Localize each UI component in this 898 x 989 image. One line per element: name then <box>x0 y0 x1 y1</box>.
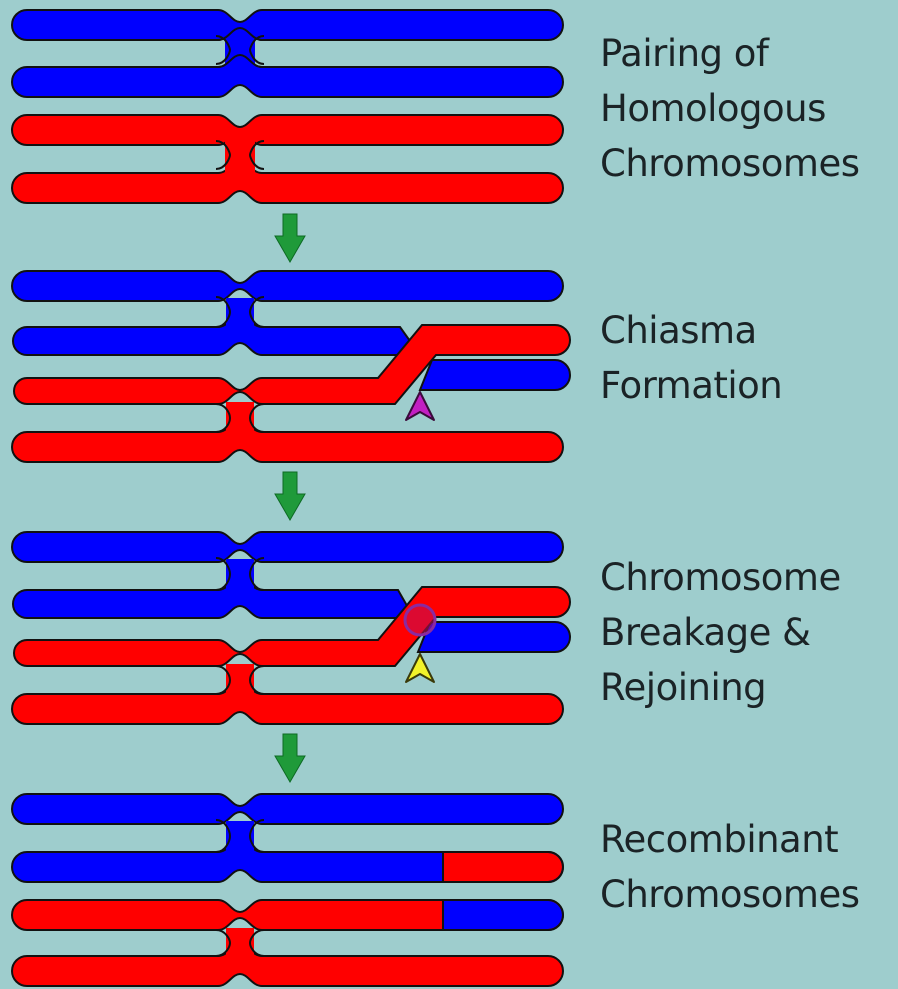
stage-label-line: Breakage & <box>600 605 895 660</box>
stage-label-breakage: Chromosome Breakage & Rejoining <box>600 550 895 715</box>
recombinant-segment-paternal <box>443 853 562 881</box>
stage-label-line: Rejoining <box>600 660 895 715</box>
paternal-chromatid-bottom <box>12 682 563 724</box>
stage-label-pairing: Pairing of Homologous Chromosomes <box>600 26 895 191</box>
stage-breakage-rejoining <box>12 532 570 724</box>
stage-label-line: Chromosomes <box>600 136 895 191</box>
stage-label-line: Pairing of <box>600 26 895 81</box>
maternal-chromatid-crossing <box>13 315 420 355</box>
stage-label-chiasma: Chiasma Formation <box>600 303 895 413</box>
paternal-chromatid-top <box>12 115 563 145</box>
pointer-arrow-icon <box>406 392 434 420</box>
paternal-chromatid-bottom <box>12 420 563 462</box>
maternal-chromatid-top <box>12 532 563 562</box>
stage-pairing <box>12 10 563 203</box>
maternal-chromatid-tail <box>418 622 570 652</box>
pointer-arrow-icon <box>406 654 434 682</box>
breakage-point <box>405 605 435 635</box>
down-arrow-icon <box>275 472 305 520</box>
stage-label-line: Formation <box>600 358 895 413</box>
stage-label-recombinant: Recombinant Chromosomes <box>600 812 895 922</box>
stage-label-line: Chromosomes <box>600 867 895 922</box>
maternal-chromatid-top <box>12 10 563 40</box>
maternal-chromatid-top <box>12 271 563 301</box>
stage-label-line: Homologous <box>600 81 895 136</box>
maternal-chromosome-pair <box>12 10 563 97</box>
stage-chiasma-formation <box>12 271 570 462</box>
stage-label-line: Chiasma <box>600 303 895 358</box>
stage-recombinant <box>12 794 563 986</box>
recombinant-segment-maternal <box>443 901 562 929</box>
paternal-chromosome-pair <box>12 115 563 203</box>
stage-label-line: Recombinant <box>600 812 895 867</box>
paternal-chromatid-bottom <box>12 944 563 986</box>
paternal-chromatid-bottom <box>12 161 563 203</box>
maternal-chromatid-broken <box>13 578 414 618</box>
down-arrow-icon <box>275 734 305 782</box>
stage-label-line: Chromosome <box>600 550 895 605</box>
maternal-chromatid-bottom <box>12 55 563 97</box>
down-arrow-icon <box>275 214 305 262</box>
maternal-chromatid-top <box>12 794 563 824</box>
maternal-chromatid-tail <box>420 360 570 390</box>
